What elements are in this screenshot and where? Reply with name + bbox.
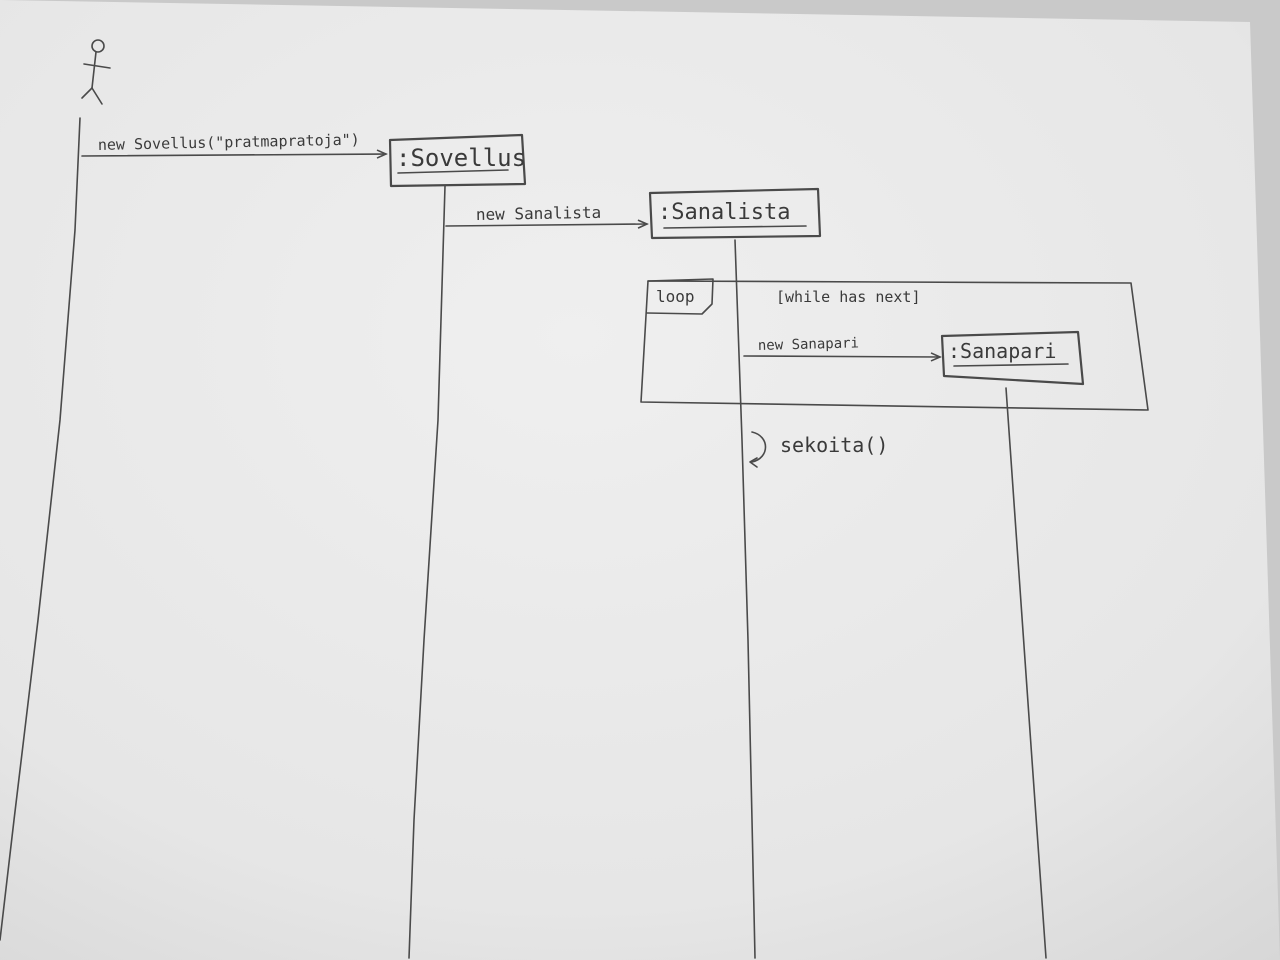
participant-label: :Sanalista	[658, 200, 790, 225]
message-sekoita: sekoita()	[749, 431, 888, 468]
message-label: new Sovellus("pratmapratoja")	[98, 131, 360, 154]
participant-sanapari: :Sanapari	[940, 330, 1085, 386]
lifeline-sanalista	[734, 239, 756, 959]
loop-operator-label: loop	[656, 287, 695, 306]
self-call-arrow-icon	[751, 431, 767, 463]
actor-lifeline	[0, 117, 81, 941]
participant-label: :Sovellus	[396, 144, 526, 172]
message-label: sekoita()	[780, 433, 888, 457]
loop-operator-tab	[646, 278, 714, 315]
loop-guard: [while has next]	[776, 288, 921, 306]
lifeline-sovellus	[408, 185, 446, 959]
message-new-sovellus: new Sovellus("pratmapratoja")	[81, 131, 388, 159]
participant-sovellus: :Sovellus	[388, 133, 527, 188]
participant-label: :Sanapari	[948, 339, 1056, 363]
message-new-sanalista: new Sanalista	[445, 203, 649, 229]
message-label: new Sanalista	[476, 203, 602, 224]
message-new-sanapari: new Sanapari	[743, 335, 942, 362]
message-label: new Sanapari	[758, 335, 860, 354]
stick-figure-icon	[81, 39, 111, 105]
participant-sanalista: :Sanalista	[648, 187, 822, 240]
lifeline-sanapari	[1005, 387, 1047, 959]
loop-fragment: loop [while has next]	[640, 278, 1149, 411]
